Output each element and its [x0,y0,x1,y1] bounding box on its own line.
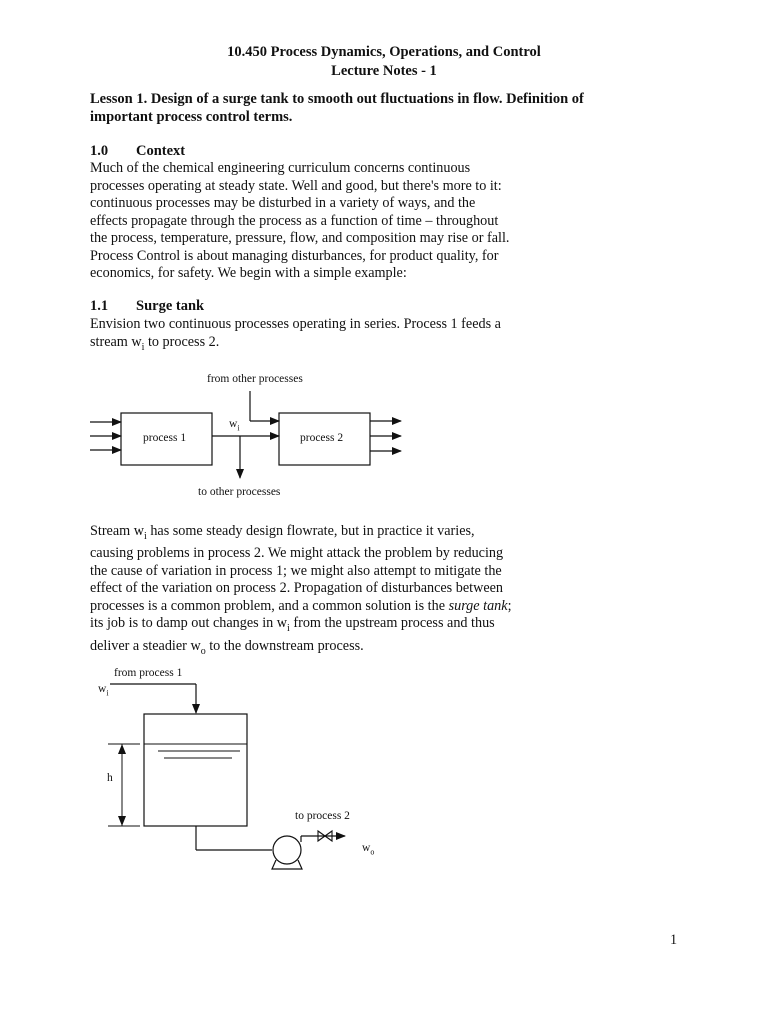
paragraph-line: deliver a steadier wo to the downstream … [90,637,364,657]
outlet-wo-label: wo [362,842,375,857]
page-number: 1 [670,932,678,948]
context-paragraph: Much of the chemical engineering curricu… [90,160,550,283]
context-line: continuous processes may be disturbed in… [90,195,476,211]
stream-wi-label: wi [229,418,240,433]
process-1-label: process 1 [143,432,187,444]
inlet-wi-label: wi [98,683,109,698]
context-line: the process, temperature, pressure, flow… [90,230,510,246]
section-heading-context: Context [136,143,186,159]
from-process-1-label: from process 1 [114,667,183,679]
to-other-processes-label: to other processes [198,486,281,498]
pump-base [271,859,303,870]
paragraph-line: effect of the variation on process 2. Pr… [90,580,504,597]
section-heading-surge: Surge tank [136,298,205,314]
surge-tank [143,713,248,827]
context-line: processes operating at steady state. Wel… [90,177,502,194]
context-line: Much of the chemical engineering curricu… [90,160,471,176]
paragraph-line: Stream wi has some steady design flowrat… [90,523,475,542]
lesson-heading-line2: important process control terms. [90,109,293,125]
pump-icon [272,835,302,865]
valve-icon [317,829,333,843]
paragraph-line: its job is to damp out changes in wi fro… [90,615,495,635]
surge-explanation-paragraph: Stream wi has some steady design flowrat… [90,523,550,660]
context-line: effects propagate through the process as… [90,212,499,229]
surge-intro-line: stream wi to process 2. [90,333,220,353]
from-other-processes-label: from other processes [207,373,303,385]
lesson-heading-line1: Lesson 1. Design of a surge tank to smoo… [90,91,584,107]
context-line: economics, for safety. We begin with a s… [90,265,407,281]
paragraph-line: causing problems in process 2. We might … [90,545,504,562]
paragraph-line: processes is a common problem, and a com… [90,597,512,614]
paragraph-line: the cause of variation in process 1; we … [90,562,502,579]
surge-intro-line: Envision two continuous processes operat… [90,316,501,332]
process-2-box [278,412,371,466]
to-process-2-label: to process 2 [295,810,350,822]
context-line: Process Control is about managing distur… [90,247,499,264]
document-subtitle: Lecture Notes - 1 [331,63,437,79]
level-h-label: h [107,772,113,784]
section-number-surge: 1.1 [90,298,109,314]
section-number-context: 1.0 [90,143,109,159]
surge-intro-paragraph: Envision two continuous processes operat… [90,316,550,356]
process-2-label: process 2 [300,432,344,444]
process-1-box [120,412,213,466]
document-title: 10.450 Process Dynamics, Operations, and… [227,44,541,60]
